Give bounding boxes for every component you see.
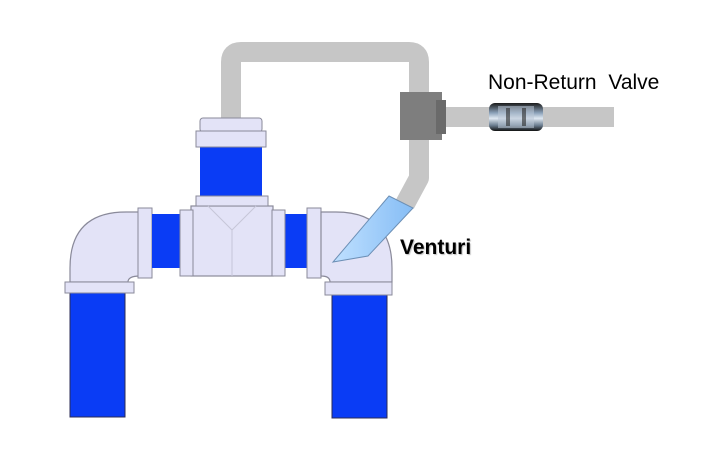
top-blue-pipe <box>200 146 262 196</box>
top-cap <box>199 117 263 133</box>
left-horizontal-blue-pipe <box>152 214 180 268</box>
non-return-valve-label: Non-Return Valve <box>488 71 660 94</box>
right-blue-pipe <box>331 293 388 419</box>
right-pipe-collar <box>324 281 393 296</box>
air-line-to-venturi <box>396 140 429 209</box>
left-blue-pipe <box>69 291 126 418</box>
air-tee-fitting <box>400 92 442 140</box>
non-return-valve-icon <box>489 103 543 131</box>
venturi-tube <box>331 195 414 263</box>
air-line-pipe <box>221 42 429 118</box>
left-elbow <box>69 211 141 283</box>
right-horizontal-blue-pipe <box>285 214 309 268</box>
left-pipe-collar <box>64 281 135 294</box>
venturi-label: Venturi <box>400 236 472 259</box>
